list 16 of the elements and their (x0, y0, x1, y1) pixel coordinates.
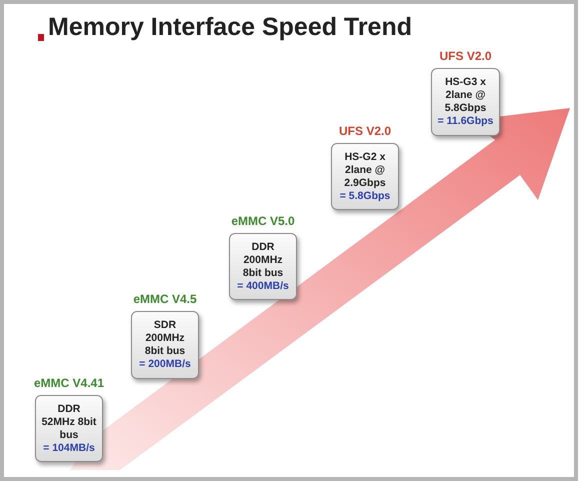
speed-text: = 200MB/s (139, 358, 191, 371)
speed-text: = 400MB/s (237, 280, 289, 292)
version-label: eMMC V4.41 (32, 376, 106, 390)
version-label: eMMC V4.5 (132, 292, 198, 306)
speed-text: = 5.8Gbps (340, 190, 390, 202)
spec-text: SDR 200MHz 8bit bus (144, 319, 186, 358)
version-label: UFS V2.0 (338, 124, 392, 138)
title: Memory Interface Speed Trend (48, 13, 412, 42)
spec-text: HS-G3 x 2lane @ 5.8Gbps (444, 76, 488, 115)
speed-text: = 104MB/s (43, 442, 95, 454)
spec-text: DDR 200MHz 8bit bus (242, 240, 284, 280)
version-label: eMMC V5.0 (230, 214, 296, 228)
version-label: UFS V2.0 (438, 49, 493, 63)
spec-text: DDR 52MHz 8bit bus (40, 402, 98, 442)
speed-text: = 11.6Gbps (438, 115, 494, 128)
spec-text: HS-G2 x 2lane @ 2.9Gbps (343, 150, 387, 190)
